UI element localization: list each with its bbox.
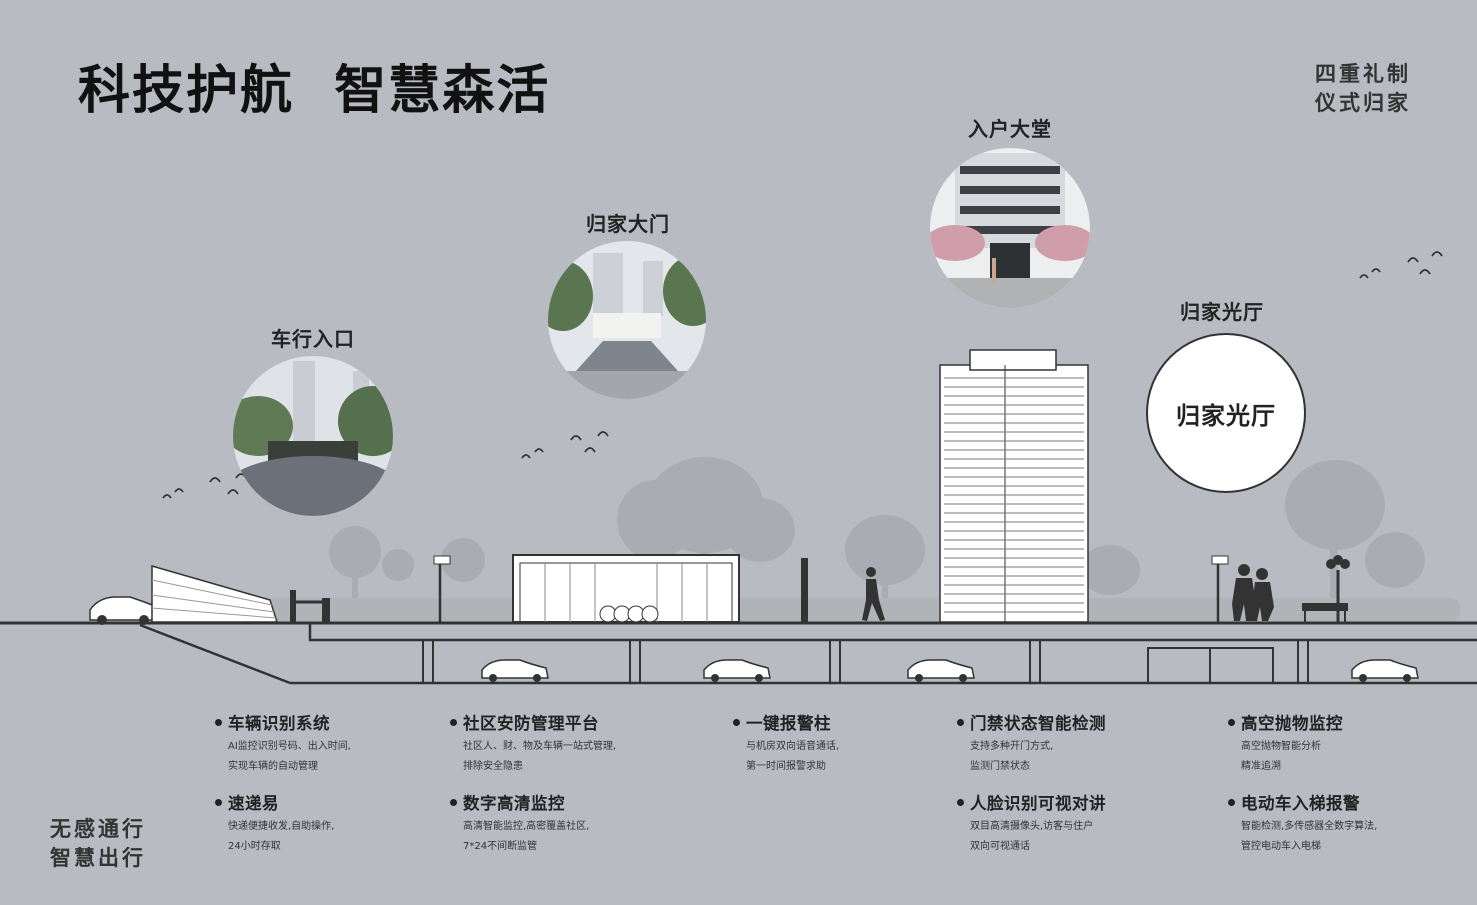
feature-ebike-elevator-alarm: 电动车入梯报警 智能检测,多传感器全数字算法, 管控电动车入电梯 — [1228, 790, 1377, 857]
feature-hd-monitoring: 数字高清监控 高清智能监控,高密覆盖社区, 7*24不间断监管 — [450, 790, 589, 857]
slogan-line-2: 智慧出行 — [50, 846, 146, 870]
feature-desc: 与机房双向语音通话, — [746, 741, 840, 752]
feature-falling-object-monitor: 高空抛物监控 高空抛物智能分析精准追溯 — [1228, 710, 1343, 777]
lobby-photo — [930, 148, 1090, 308]
bullet-icon — [733, 718, 740, 726]
feature-title: 车辆识别系统 — [228, 714, 330, 733]
feature-desc: 双目高清摄像头,访客与住户 — [970, 821, 1094, 832]
slogan: 无感通行 智慧出行 — [50, 815, 146, 873]
feature-desc: 排除安全隐患 — [463, 761, 523, 772]
bullet-icon — [215, 718, 222, 726]
feature-desc: 7*24不间断监管 — [463, 841, 538, 852]
ritual-line-1: 四重礼制 — [1315, 62, 1411, 86]
feature-desc: 高空抛物智能分析 — [1241, 741, 1321, 752]
feature-security-platform: 社区安防管理平台 社区人、财、物及车辆一站式管理, 排除安全隐患 — [450, 710, 616, 777]
bullet-icon — [450, 718, 457, 726]
home-gate-photo — [548, 241, 706, 399]
bullet-icon — [1228, 798, 1235, 806]
feature-desc: 管控电动车入电梯 — [1241, 841, 1321, 852]
feature-title: 社区安防管理平台 — [463, 714, 599, 733]
feature-desc: 智能检测,多传感器全数字算法, — [1241, 821, 1378, 832]
feature-desc: 精准追溯 — [1241, 761, 1281, 772]
feature-desc: 24小时存取 — [228, 841, 281, 852]
page-title: 科技护航 智慧森活 — [78, 60, 551, 121]
feature-desc: 社区人、财、物及车辆一站式管理, — [463, 741, 617, 752]
feature-title: 人脸识别可视对讲 — [970, 794, 1106, 813]
birds — [162, 251, 1443, 499]
tree-silhouettes — [180, 457, 1460, 622]
feature-desc: 支持多种开门方式, — [970, 741, 1054, 752]
garage-cars — [481, 659, 1419, 679]
ritual-line-2: 仪式归家 — [1315, 91, 1411, 115]
feature-desc: 监测门禁状态 — [970, 761, 1030, 772]
feature-face-intercom: 人脸识别可视对讲 双目高清摄像头,访客与住户双向可视通话 — [957, 790, 1106, 857]
feature-title: 电动车入梯报警 — [1241, 794, 1360, 813]
station-label-home-gate: 归家大门 — [586, 212, 670, 236]
feature-desc: 快递便捷收发,自助操作, — [228, 821, 335, 832]
station-label-light-hall: 归家光厅 — [1180, 300, 1264, 324]
feature-title: 一键报警柱 — [746, 714, 831, 733]
feature-desc: 双向可视通话 — [970, 841, 1030, 852]
feature-title: 高空抛物监控 — [1241, 714, 1343, 733]
feature-desc: 第一时间报警求助 — [746, 761, 826, 772]
bullet-icon — [215, 798, 222, 806]
feature-title: 速递易 — [228, 794, 279, 813]
station-label-car-entrance: 车行入口 — [271, 327, 355, 351]
bullet-icon — [957, 798, 964, 806]
feature-title: 门禁状态智能检测 — [970, 714, 1106, 733]
bullet-icon — [957, 718, 964, 726]
station-label-lobby: 入户大堂 — [968, 117, 1052, 141]
feature-vehicle-recognition: 车辆识别系统 AI监控识别号码、出入时间, 实现车辆的自动管理 — [215, 710, 351, 777]
feature-parcel-locker: 速递易 快递便捷收发,自助操作, 24小时存取 — [215, 790, 334, 857]
feature-alarm-post: 一键报警柱 与机房双向语音通话, 第一时间报警求助 — [733, 710, 839, 777]
main-gate-building — [512, 554, 740, 623]
light-hall-circle: 归家光厅 — [1146, 333, 1306, 493]
feature-desc: AI监控识别号码、出入时间, — [228, 741, 351, 752]
slogan-line-1: 无感通行 — [50, 817, 146, 841]
residential-tower — [939, 349, 1089, 623]
ritual-caption: 四重礼制 仪式归家 — [1315, 60, 1411, 118]
bullet-icon — [1228, 718, 1235, 726]
car-entrance-photo — [233, 356, 393, 516]
feature-access-detection: 门禁状态智能检测 支持多种开门方式, 监测门禁状态 — [957, 710, 1106, 777]
feature-title: 数字高清监控 — [463, 794, 565, 813]
feature-desc: 实现车辆的自动管理 — [228, 761, 318, 772]
bullet-icon — [450, 798, 457, 806]
feature-desc: 高清智能监控,高密覆盖社区, — [463, 821, 590, 832]
